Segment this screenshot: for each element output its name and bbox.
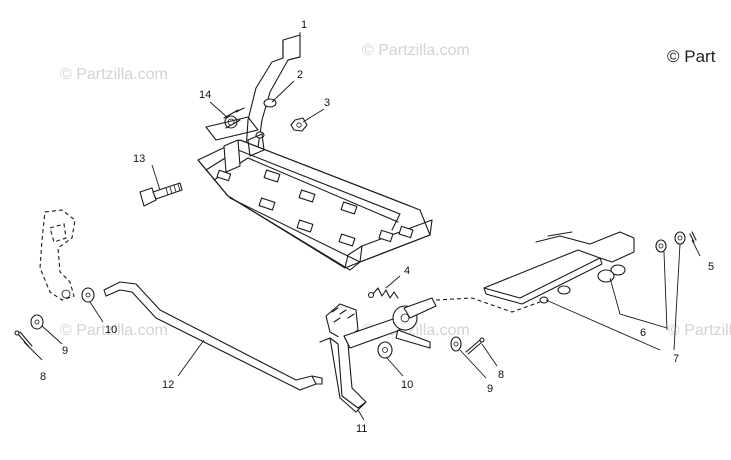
leader-lines: [23, 32, 701, 421]
callout-6: 6: [640, 327, 646, 339]
callout-9-left: 9: [62, 345, 68, 357]
watermark-top-center: © Partzilla.com: [362, 42, 470, 59]
callout-2: 2: [297, 69, 303, 81]
callout-8-left: 8: [40, 371, 46, 383]
slide-plate-part: [435, 231, 635, 313]
nut-part: [290, 117, 308, 132]
callout-14: 14: [199, 89, 211, 101]
cotter-pin-right: [465, 337, 485, 355]
callout-5: 5: [708, 261, 714, 273]
callout-7: 7: [673, 353, 679, 365]
callout-labels: 1 2 3 4 5 6 7 8 8 9 9 10 10 11 12 13 14: [40, 19, 714, 435]
footrest-frame-part: [197, 133, 433, 271]
brake-pedal-outline: [39, 209, 76, 301]
bracket-plate-part: [245, 34, 301, 153]
callout-9-right: 9: [487, 383, 493, 395]
callout-10-left: 10: [105, 324, 117, 336]
washer-right-pedal: [377, 336, 462, 359]
callout-3: 3: [324, 97, 330, 109]
washer-left: [30, 287, 95, 330]
watermark-top-left: © Partzilla.com: [60, 66, 168, 83]
callout-10-right: 10: [401, 379, 413, 391]
cotter-pin-left: [14, 330, 33, 349]
callout-11: 11: [356, 423, 367, 435]
watermark-mid-left: © Partzilla.com: [60, 322, 168, 339]
callout-13: 13: [133, 153, 145, 165]
foot-pedal-part: [319, 297, 437, 413]
compression-spring-part: [367, 287, 399, 299]
callout-1: 1: [301, 19, 307, 31]
callout-4: 4: [404, 265, 410, 277]
callout-8-right: 8: [498, 369, 504, 381]
copyright-text: © Part: [667, 47, 716, 66]
bolt-part: [139, 182, 183, 207]
watermark-right: © Partzilla.com: [668, 322, 731, 339]
bushing-washer-parts: [655, 231, 697, 253]
pedal-rod-part: [103, 281, 323, 391]
callout-12: 12: [162, 379, 174, 391]
